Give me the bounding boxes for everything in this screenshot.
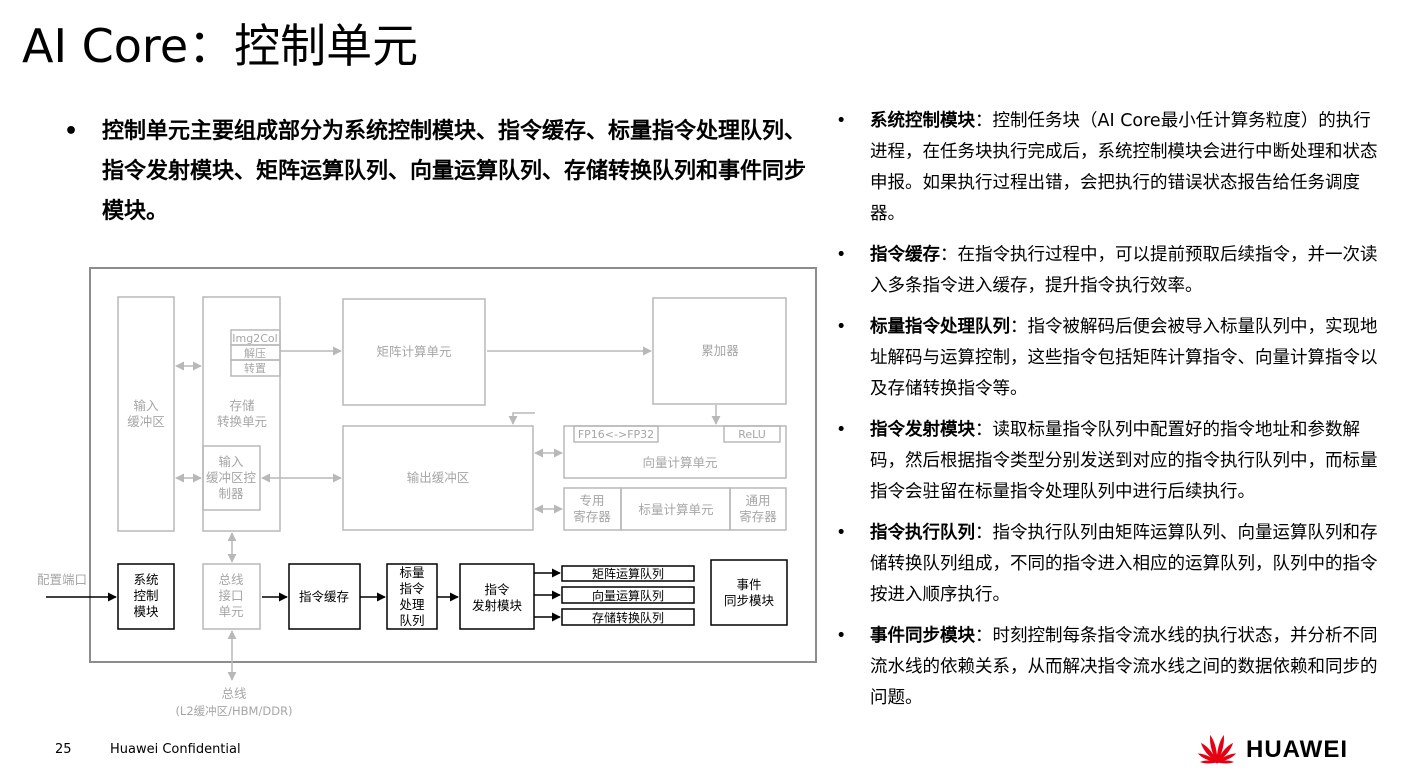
page-number: 25	[55, 742, 72, 757]
instr-cache-label: 指令缓存	[299, 589, 349, 604]
storage-convert-label-2: 转换单元	[217, 414, 267, 429]
lead-text: 控制单元主要组成部分为系统控制模块、指令缓存、标量指令处理队列、指令发射模块、矩…	[102, 119, 807, 224]
scalar-queue-label-1: 标量	[399, 565, 424, 580]
config-port-label: 配置端口	[37, 572, 87, 587]
confidential-label: Huawei Confidential	[110, 742, 241, 757]
point-term: 系统控制模块	[870, 111, 975, 131]
bullet-icon: •	[836, 523, 847, 543]
input-buffer-ctrl-box	[202, 445, 261, 511]
vector-unit-label: 向量计算单元	[642, 455, 717, 470]
huawei-flower-icon	[1197, 734, 1237, 764]
point-text: ：读取标量指令队列中配置好的指令地址和参数解码，然后根据指令类型分别发送到对应的…	[870, 420, 1378, 502]
relu-box	[723, 425, 781, 443]
list-item: • 指令执行队列：指令执行队列由矩阵运算队列、向量运算队列和存储转换队列组成，不同…	[836, 518, 1386, 611]
vector-unit-box	[563, 425, 787, 479]
scalar-unit-label: 标量计算单元	[638, 502, 713, 517]
input-buffer-label-2: 缓冲区	[127, 414, 165, 429]
transpose-label: 转置	[244, 361, 266, 375]
special-reg-label-1: 专用	[579, 493, 604, 508]
img2col-label: Img2Col	[232, 332, 277, 345]
event-sync-label-1: 事件	[736, 577, 761, 592]
huawei-logo: HUAWEI	[1194, 730, 1348, 770]
general-reg-label-1: 通用	[745, 493, 770, 508]
list-item: • 系统控制模块：控制任务块（AI Core最小任计算务粒度）的执行进程，在任务块…	[836, 106, 1386, 230]
matrix-unit-box	[342, 298, 486, 406]
scalar-queue-label-4: 队列	[399, 613, 424, 628]
bullet-icon: •	[836, 626, 847, 646]
outer-frame	[89, 267, 817, 663]
vector-queue-label: 向量运算队列	[592, 588, 664, 603]
general-reg-label-2: 寄存器	[739, 509, 777, 524]
list-item: • 事件同步模块：时刻控制每条指令流水线的执行状态，并分析不同流水线的依赖关系，从…	[836, 621, 1386, 714]
point-term: 事件同步模块	[870, 626, 975, 646]
bullet-icon: •	[836, 420, 847, 440]
event-sync-box	[710, 559, 788, 626]
sys-ctrl-label-3: 模块	[133, 604, 159, 619]
input-buffer-label-1: 输入	[133, 398, 159, 413]
vector-queue-box	[561, 586, 695, 604]
bus-detail-label: (L2缓冲区/HBM/DDR)	[175, 704, 292, 718]
lead-paragraph: • 控制单元主要组成部分为系统控制模块、指令缓存、标量指令处理队列、指令发射模块…	[64, 112, 824, 232]
output-buffer-box	[342, 425, 534, 531]
bus-interface-label-2: 接口	[218, 588, 243, 603]
point-text: ：指令被解码后便会被导入标量队列中，实现地址解码与运算控制，这些指令包括矩阵计算…	[870, 317, 1378, 399]
bullet-icon: •	[836, 111, 847, 131]
event-sync-label-2: 同步模块	[724, 593, 775, 608]
storage-queue-label: 存储转换队列	[592, 610, 664, 625]
storage-convert-label-1: 存储	[229, 398, 254, 413]
bullet-icon: •	[836, 317, 847, 337]
special-reg-label-2: 寄存器	[573, 509, 611, 524]
input-buffer-box	[117, 296, 175, 532]
page-title: AI Core：控制单元	[22, 19, 419, 73]
point-term: 标量指令处理队列	[870, 317, 1010, 337]
accumulator-label: 累加器	[701, 343, 739, 358]
bus-interface-box	[202, 563, 261, 630]
fp16-fp32-label: FP16<->FP32	[578, 428, 654, 441]
point-text: ：在指令执行过程中，可以提前预取后续指令，并一次读入多条指令进入缓存，提升指令执…	[870, 245, 1378, 296]
point-text: ：控制任务块（AI Core最小任计算务粒度）的执行进程，在任务块执行完成后，系…	[870, 111, 1378, 224]
brand-name: HUAWEI	[1246, 736, 1348, 763]
input-buffer-ctrl-label-2: 缓冲区控	[206, 470, 257, 485]
point-term: 指令执行队列	[870, 523, 975, 543]
general-reg-box	[729, 487, 787, 531]
matrix-queue-box	[561, 565, 695, 582]
relu-label: ReLU	[738, 428, 766, 441]
point-text: ：指令执行队列由矩阵运算队列、向量运算队列和存储转换队列组成，不同的指令进入相应…	[870, 523, 1378, 605]
bus-interface-label-3: 单元	[218, 604, 243, 619]
issue-module-box	[459, 563, 535, 630]
storage-queue-box	[561, 608, 695, 626]
sys-ctrl-label-1: 系统	[133, 572, 158, 587]
input-buffer-ctrl-label-1: 输入	[218, 454, 244, 469]
list-item: • 指令发射模块：读取标量指令队列中配置好的指令地址和参数解码，然后根据指令类型分…	[836, 415, 1386, 508]
issue-module-label-1: 指令	[484, 582, 510, 597]
list-item: • 指令缓存：在指令执行过程中，可以提前预取后续指令，并一次读入多条指令进入缓存，…	[836, 240, 1386, 302]
transpose-box	[230, 359, 281, 377]
bus-label: 总线	[221, 686, 247, 701]
accumulator-box	[652, 297, 787, 405]
sys-ctrl-label-2: 控制	[133, 588, 158, 603]
point-text: ：时刻控制每条指令流水线的执行状态，并分析不同流水线的依赖关系，从而解决指令流水…	[870, 626, 1378, 708]
bullet-icon: •	[836, 245, 847, 265]
list-item: • 标量指令处理队列：指令被解码后便会被导入标量队列中，实现地址解码与运算控制，这…	[836, 312, 1386, 405]
bus-interface-label-1: 总线	[218, 572, 244, 587]
matrix-unit-label: 矩阵计算单元	[376, 344, 451, 359]
ai-core-control-unit-diagram: 输入 缓冲区 存储 转换单元 Img2Col 解压 转置 输入 缓冲区控 制器 …	[37, 267, 817, 718]
fp16-fp32-box	[573, 425, 659, 443]
sys-ctrl-box	[117, 563, 175, 630]
scalar-queue-label-2: 指令	[399, 581, 425, 596]
point-term: 指令发射模块	[870, 420, 975, 440]
point-term: 指令缓存	[870, 245, 940, 265]
scalar-queue-label-3: 处理	[399, 597, 425, 612]
decompress-label: 解压	[244, 346, 266, 360]
output-buffer-label: 输出缓冲区	[407, 470, 470, 485]
input-buffer-ctrl-label-3: 制器	[218, 486, 244, 501]
bullet-icon: •	[64, 119, 79, 144]
description-list: • 系统控制模块：控制任务块（AI Core最小任计算务粒度）的执行进程，在任务块…	[836, 106, 1386, 724]
storage-convert-box	[202, 296, 281, 532]
matrix-queue-label: 矩阵运算队列	[592, 566, 664, 581]
issue-module-label-2: 发射模块	[472, 598, 523, 613]
